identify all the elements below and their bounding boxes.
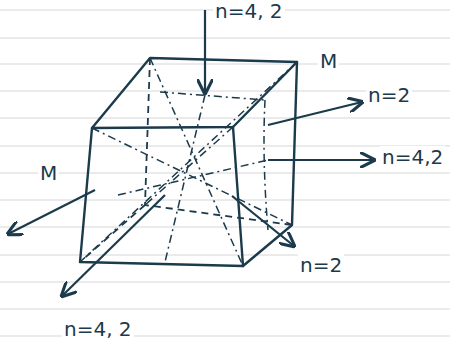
axis-label: n=4, 2 [213, 0, 285, 22]
symmetry-axes [80, 58, 297, 266]
axis-label: n=4,2 [380, 146, 445, 168]
axis-label: n=2 [366, 84, 412, 106]
axis-label: n=2 [298, 254, 344, 276]
ruled-lines [0, 10, 450, 336]
axis-arrows [8, 10, 374, 296]
hidden-edges [80, 58, 292, 262]
axis-label: M [318, 50, 339, 72]
axis-label: M [38, 162, 59, 184]
axis-label: n=4, 2 [62, 318, 134, 340]
cube-edges [80, 58, 297, 266]
